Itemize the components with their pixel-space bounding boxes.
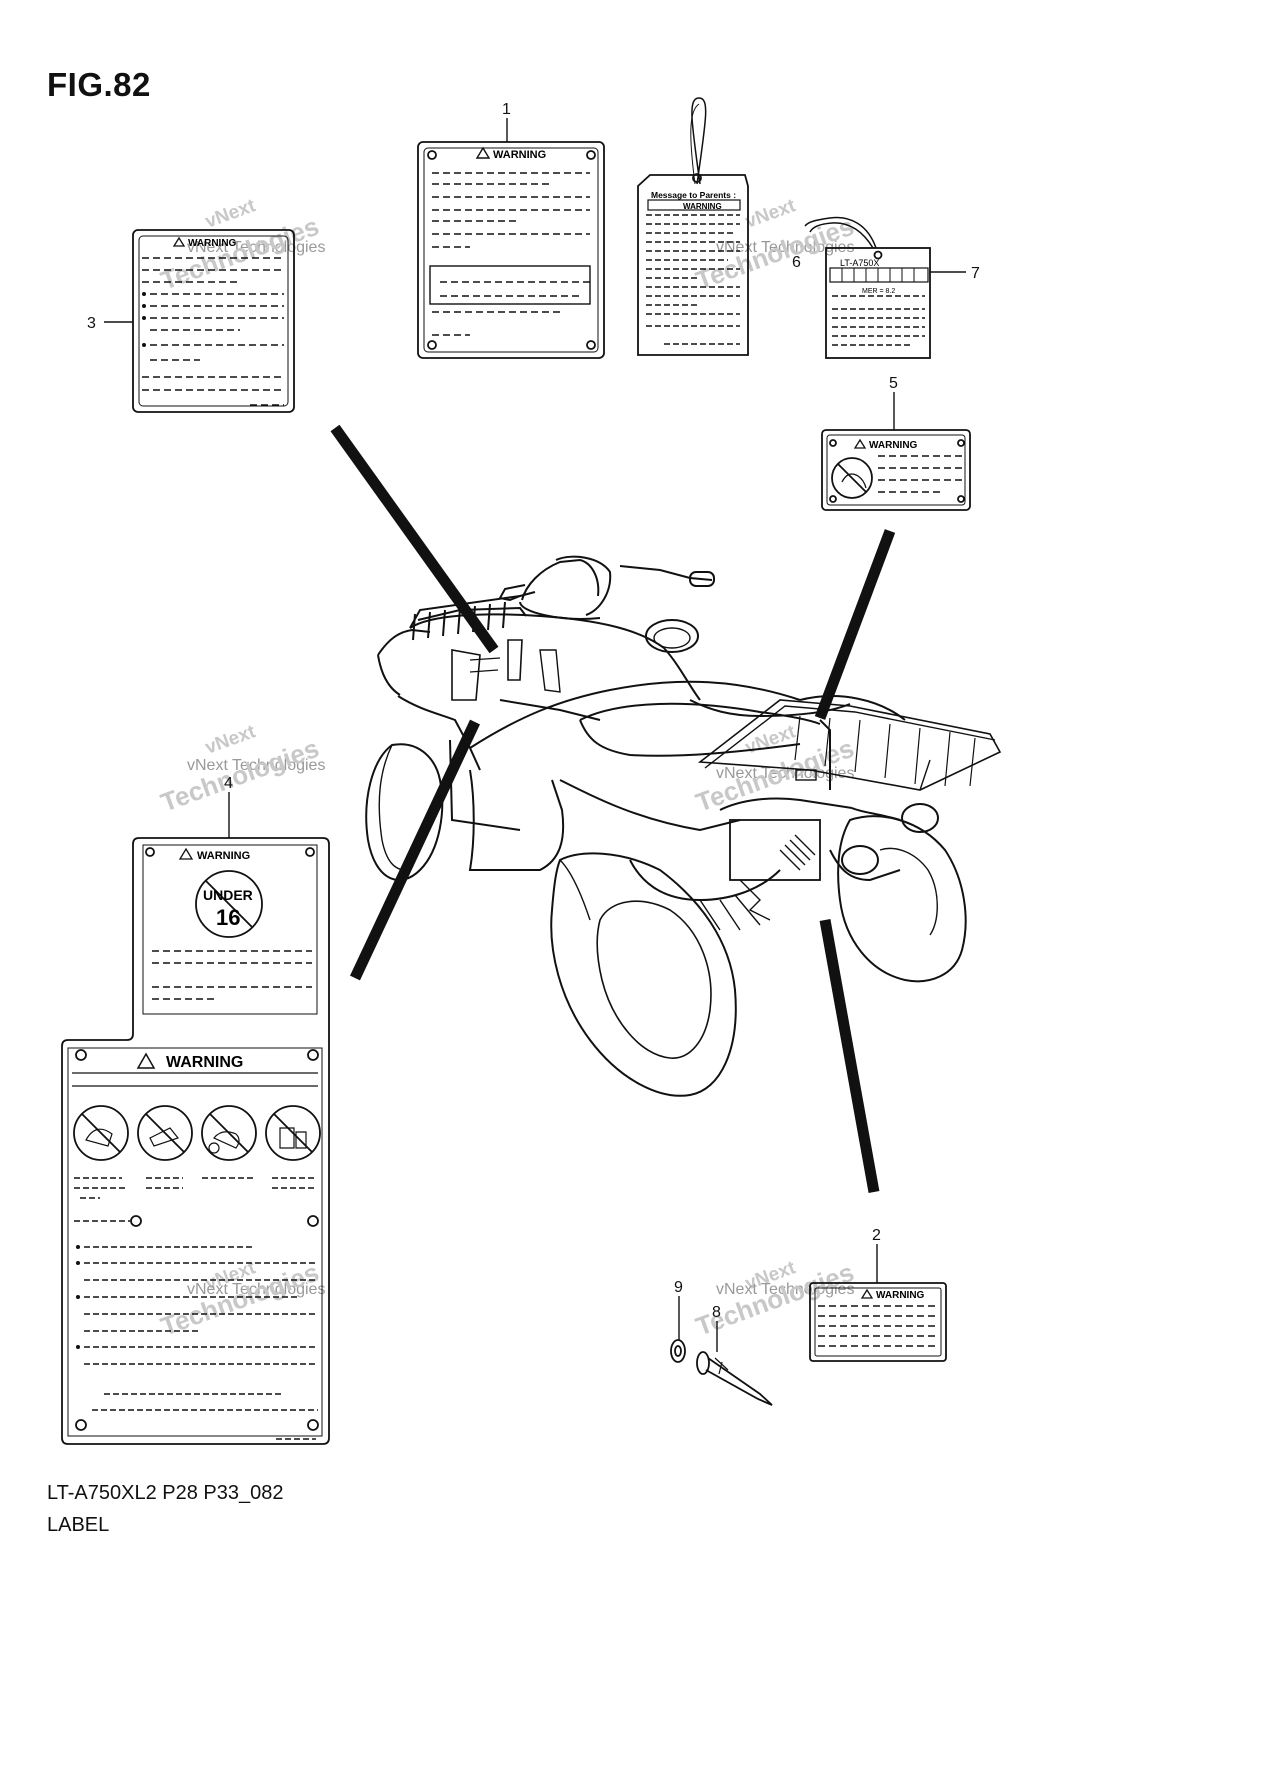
label-6-heading: Message to Parents : WARNING bbox=[651, 190, 736, 211]
callout-7: 7 bbox=[930, 265, 980, 282]
pointer-label-3 bbox=[330, 424, 499, 654]
label-4-warning bbox=[61, 837, 330, 1445]
svg-text:vNext: vNext bbox=[203, 195, 259, 233]
label-5-warning-banner: WARNING bbox=[853, 438, 918, 451]
label-5-warning bbox=[821, 429, 971, 511]
label-2-warning bbox=[809, 1282, 947, 1362]
svg-text:LT-A750X: LT-A750X bbox=[840, 258, 879, 268]
svg-text:UNDER: UNDER bbox=[203, 887, 253, 903]
watermark: vNext vNext Technologies Technologies bbox=[157, 721, 326, 818]
label-1-warning bbox=[417, 141, 605, 359]
svg-text:WARNING: WARNING bbox=[493, 149, 546, 161]
label-6-parents-tag bbox=[637, 97, 749, 356]
label-3-warning bbox=[132, 229, 295, 413]
figure-title: FIG.82 bbox=[47, 66, 151, 103]
label-7-text: LT-A750X MER = 8.2 bbox=[840, 258, 895, 295]
model-code: LT-A750XL2 P28 P33_082 bbox=[47, 1482, 284, 1504]
svg-text:3: 3 bbox=[87, 315, 96, 332]
watermark: vNext vNext Technologies Technologies bbox=[157, 1257, 326, 1342]
label-1-warning-banner: WARNING bbox=[475, 146, 546, 161]
watermark: vNext vNext Technologies Technologies bbox=[692, 721, 858, 818]
svg-text:16: 16 bbox=[216, 905, 240, 930]
svg-text:7: 7 bbox=[971, 265, 980, 282]
svg-text:MER = 8.2: MER = 8.2 bbox=[862, 288, 895, 295]
svg-text:WARNING: WARNING bbox=[166, 1054, 243, 1071]
watermark: vNext vNext Technologies Technologies bbox=[157, 195, 326, 296]
svg-text:4: 4 bbox=[224, 775, 233, 792]
part-9-washer bbox=[670, 1339, 686, 1363]
pointer-label-2 bbox=[819, 919, 880, 1193]
svg-text:vNext Technologies: vNext Technologies bbox=[716, 765, 854, 782]
svg-text:WARNING: WARNING bbox=[188, 238, 237, 249]
callout-6: 6 bbox=[792, 254, 801, 271]
label-2-warning-banner: WARNING bbox=[860, 1288, 925, 1301]
svg-text:6: 6 bbox=[792, 254, 801, 271]
svg-text:vNext Technologies: vNext Technologies bbox=[187, 757, 325, 774]
callout-4: 4 bbox=[224, 775, 233, 838]
watermark-group: vNext vNext Technologies Technologies vN… bbox=[157, 195, 858, 1342]
callout-2: 2 bbox=[872, 1227, 881, 1283]
atv-drawing bbox=[365, 555, 1002, 1097]
svg-text:vNext Technologies: vNext Technologies bbox=[716, 1281, 854, 1298]
pointer-lines bbox=[330, 424, 896, 1193]
callout-8: 8 bbox=[712, 1304, 721, 1352]
figure-name: LABEL bbox=[47, 1514, 110, 1536]
label-4-banners: WARNING WARNING UNDER 16 bbox=[136, 847, 253, 1071]
svg-text:vNext: vNext bbox=[203, 721, 259, 759]
svg-text:9: 9 bbox=[674, 1279, 683, 1296]
pointer-label-4 bbox=[350, 719, 480, 981]
svg-text:WARNING: WARNING bbox=[869, 440, 918, 451]
svg-text:WARNING: WARNING bbox=[197, 850, 250, 862]
svg-text:vNext Technologies: vNext Technologies bbox=[187, 1281, 325, 1298]
svg-text:2: 2 bbox=[872, 1227, 881, 1244]
svg-text:vNext Technologies: vNext Technologies bbox=[187, 239, 325, 256]
callout-5: 5 bbox=[889, 375, 898, 430]
callout-1: 1 bbox=[502, 101, 511, 142]
callout-3: 3 bbox=[87, 315, 133, 332]
callouts: 1 2 3 4 5 6 7 bbox=[87, 101, 980, 1352]
svg-text:vNext: vNext bbox=[743, 195, 799, 233]
callout-9: 9 bbox=[674, 1279, 683, 1340]
svg-text:5: 5 bbox=[889, 375, 898, 392]
svg-text:8: 8 bbox=[712, 1304, 721, 1321]
svg-text:1: 1 bbox=[502, 101, 511, 118]
label-3-warning-banner: WARNING bbox=[172, 236, 237, 249]
svg-text:WARNING: WARNING bbox=[876, 1290, 925, 1301]
pointer-label-5 bbox=[814, 529, 896, 720]
label-7-model-tag bbox=[804, 216, 931, 359]
part-8-rivet bbox=[696, 1351, 773, 1406]
svg-text:WARNING: WARNING bbox=[683, 202, 722, 211]
svg-text:Message to Parents :: Message to Parents : bbox=[651, 190, 736, 200]
svg-text:vNext Technologies: vNext Technologies bbox=[716, 239, 854, 256]
